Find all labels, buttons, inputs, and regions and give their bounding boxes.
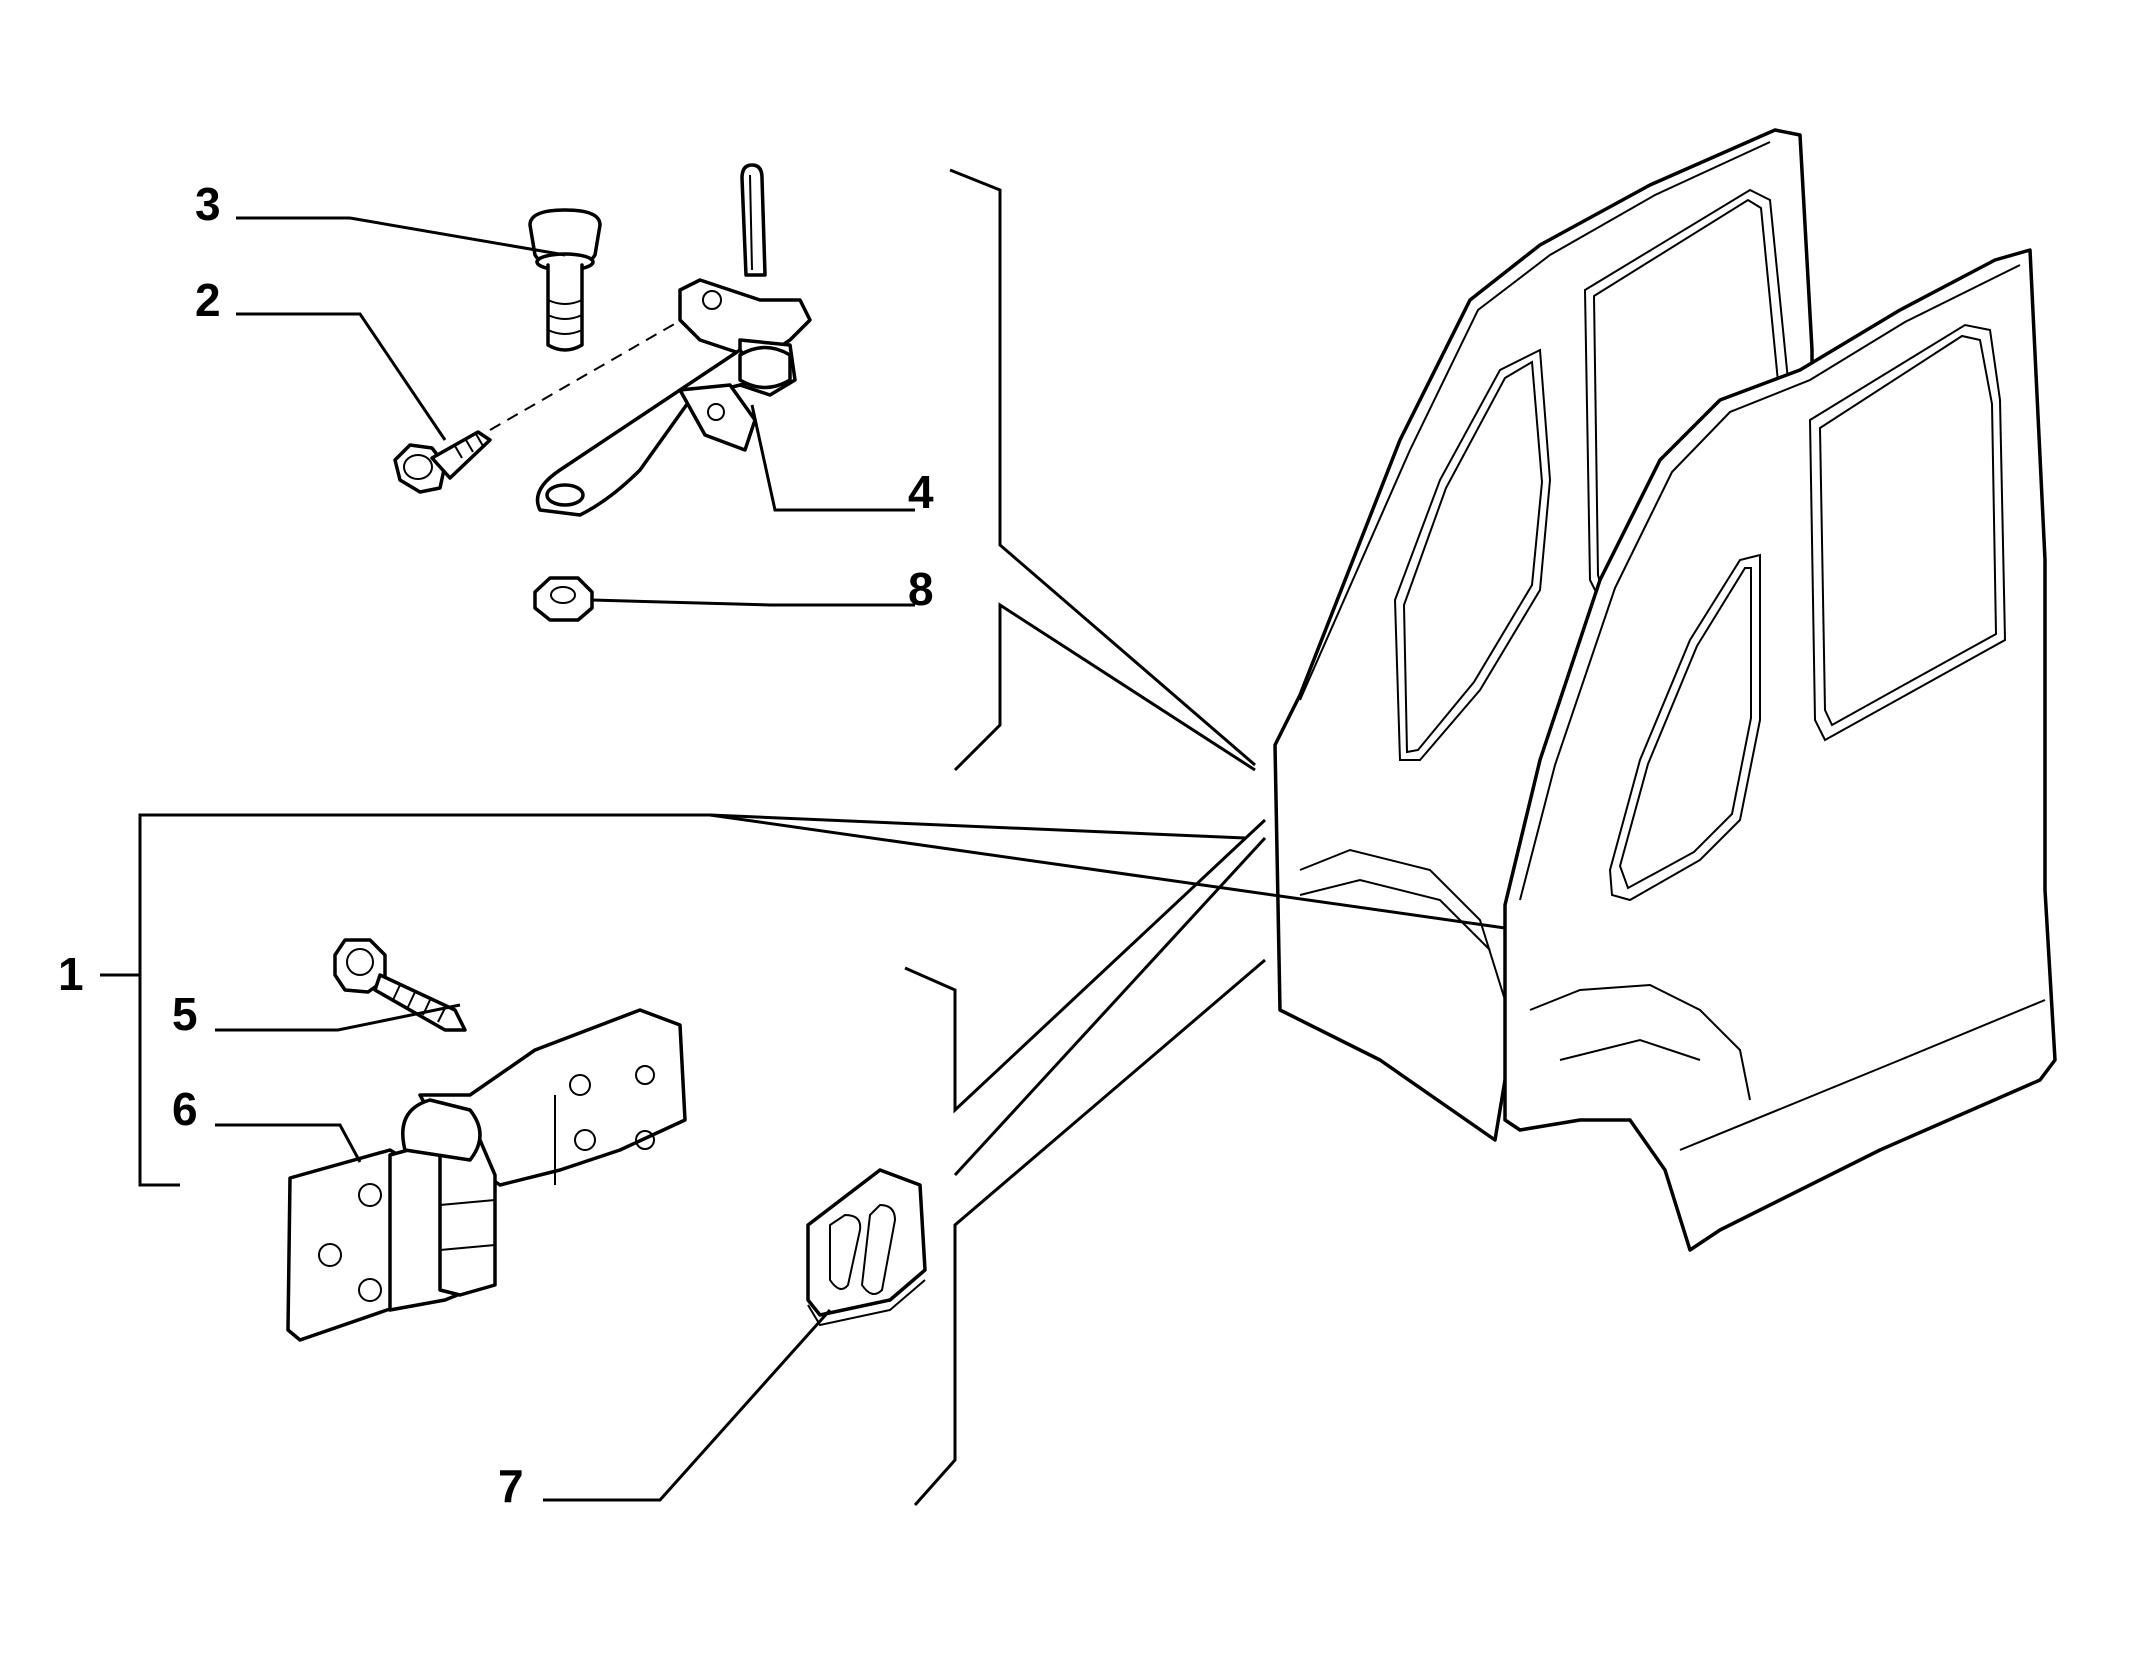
callout-4: 4: [908, 466, 934, 518]
callout-8: 8: [908, 563, 934, 615]
callout-1: 1: [58, 948, 84, 1000]
hinge-bolt: [393, 314, 691, 494]
bracket-upper: [949, 168, 1256, 772]
callout-labels: 3 2 4 8 1 5 6 7: [58, 178, 934, 1512]
screw: [215, 938, 467, 1032]
callout-5: 5: [172, 988, 198, 1040]
hinge-pin: [528, 208, 602, 352]
door-hinge: [215, 1008, 687, 1342]
bracket-assembly-1: [138, 813, 1506, 1187]
door-check-strap: [535, 163, 915, 517]
adjustment-shim: [543, 1168, 927, 1502]
callout-7: 7: [498, 1460, 524, 1512]
callout-2: 2: [195, 274, 221, 326]
bracket-lower: [904, 818, 1267, 1506]
callout-3: 3: [195, 178, 221, 230]
front-door-panel: [1503, 248, 2057, 1252]
callout-6: 6: [172, 1083, 198, 1135]
hex-nut: [533, 576, 915, 622]
